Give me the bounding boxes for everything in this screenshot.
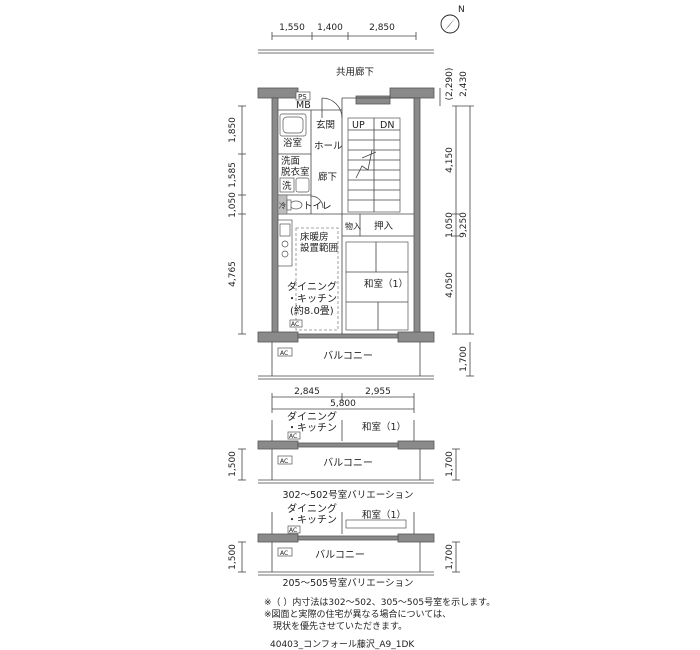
var2-caption: 205～505号室バリエーション (282, 577, 413, 589)
dk-label-2: ・キッチン (287, 293, 337, 305)
toilet-label: トイレ (303, 201, 332, 212)
main-walls (257, 87, 435, 343)
dk-label-1: ダイニング (287, 280, 337, 293)
ps-label: PS (298, 93, 307, 101)
washing-machine-label: 洗 (282, 180, 292, 192)
oshiire-label: 押入 (374, 220, 394, 232)
right-dimension-line: 4,150 1,050 9,250 4,050 (2,290) 2,430 1,… (439, 68, 474, 377)
toilet-icon (286, 199, 303, 211)
var1-balcony-label: バルコニー (323, 457, 373, 469)
monoire-label: 物入 (345, 221, 361, 231)
staircase (347, 117, 401, 213)
washroom-label-1: 洗面 (281, 155, 300, 167)
toilet-door-icon (310, 195, 324, 209)
sink-icon (295, 177, 310, 193)
dim-right-washitsu: 4,050 (445, 272, 455, 298)
note-line-2: ※図面と実際の住宅が異なる場合については、 (264, 608, 451, 620)
var2-ac-label-dk: AC (289, 527, 297, 534)
dim-bottom-total: 5,800 (330, 399, 356, 409)
dim-left-1: 1,850 (228, 117, 238, 143)
variation-302-502 (238, 420, 460, 484)
var2-dim-right: 1,700 (445, 544, 455, 570)
var1-dk-label-2: ・キッチン (287, 422, 337, 434)
floor-heating-label-1: 床暖房 (300, 231, 329, 243)
var1-caption: 302～502号室バリエーション (282, 489, 413, 501)
top-dimension-line: 1,550 1,400 2,850 (271, 23, 417, 40)
bath-label: 浴室 (283, 137, 302, 149)
note-line-3: 現状を優先させていただきます。 (264, 620, 407, 632)
dim-right-total: 9,250 (459, 212, 469, 238)
corridor-label: 廊下 (318, 171, 337, 183)
north-compass-icon: N (440, 5, 465, 34)
dim-right-corridor: 2,430 (459, 71, 469, 97)
dim-top-2: 1,400 (317, 23, 343, 33)
dim-left-4: 4,765 (228, 261, 238, 287)
dim-top-1: 1,550 (279, 23, 305, 33)
dim-left-3: 1,050 (228, 192, 238, 218)
var1-dim-right: 1,700 (445, 451, 455, 477)
stair-down-label: DN (380, 120, 394, 131)
bathtub-icon (279, 113, 307, 137)
var2-dim-left: 1,500 (228, 544, 238, 570)
var1-dk-label-1: ダイニング (287, 410, 337, 423)
ac-label-balcony: AC (280, 350, 288, 357)
balcony (258, 342, 434, 380)
footer-code: 40403_コンフォール藤沢_A9_1DK (270, 638, 415, 650)
hall-label: ホール (314, 141, 343, 152)
note-line-1: ※（ ）内寸法は302～502、305～505号室を示します。 (264, 596, 495, 608)
var1-dim-left: 1,500 (228, 451, 238, 477)
dim-right-corridor-paren: (2,290) (445, 68, 455, 101)
dim-right-stair: 4,150 (445, 147, 455, 173)
var2-washitsu-label: 和室（1） (362, 509, 406, 521)
washitsu-label: 和室（1） (364, 278, 408, 290)
bottom-dimension-line: 2,845 2,955 5,800 (271, 387, 415, 413)
var1-ac-label-balcony: AC (280, 458, 288, 465)
balcony-label: バルコニー (323, 350, 373, 362)
floor-heating-area (295, 227, 339, 331)
variation-205-505 (238, 512, 460, 576)
washroom-label-2: 脱衣室 (281, 166, 310, 178)
kitchen-counter (277, 219, 293, 267)
var1-washitsu-label: 和室（1） (362, 421, 406, 433)
var2-dk-label-1: ダイニング (287, 502, 337, 515)
var1-ac-label-dk: AC (289, 433, 297, 440)
stair-up-label: UP (352, 120, 365, 131)
north-label: N (458, 5, 465, 15)
floor-heating-label-2: 設置範囲 (300, 242, 338, 254)
dim-top-3: 2,850 (369, 23, 395, 33)
var2-ac-label-balcony: AC (280, 550, 288, 557)
left-dimension-line: 1,850 1,585 1,050 4,765 (228, 105, 246, 335)
dim-bottom-2: 2,955 (365, 387, 391, 397)
var2-balcony-label: バルコニー (315, 549, 365, 561)
dim-bottom-1: 2,845 (294, 387, 320, 397)
dim-right-oshiire: 1,050 (445, 212, 455, 238)
var2-dk-label-2: ・キッチン (287, 514, 337, 526)
dim-right-balcony: 1,700 (459, 346, 469, 372)
ac-label-dk: AC (291, 321, 299, 328)
entrance-door-icon (321, 97, 343, 119)
genkan-label: 玄関 (316, 119, 335, 131)
common-corridor-label: 共用廊下 (336, 66, 374, 78)
dk-size-label: (約8.0畳) (290, 304, 334, 317)
mb-label: MB (296, 100, 311, 111)
dim-left-2: 1,585 (228, 162, 238, 188)
interior-partitions (278, 97, 414, 334)
fridge-label: 冷 (279, 201, 286, 210)
